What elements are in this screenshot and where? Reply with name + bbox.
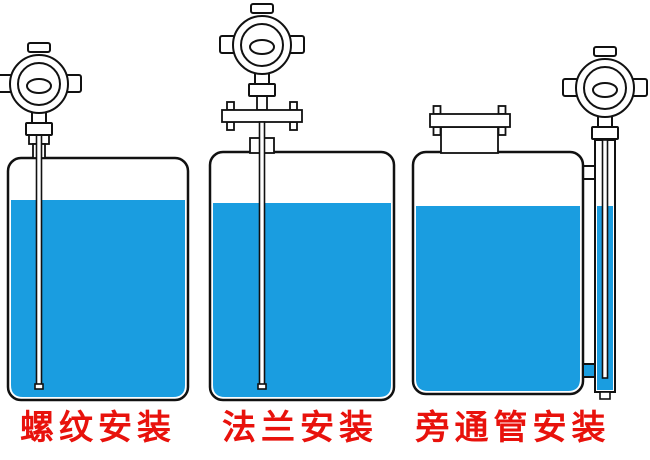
probe-rod-icon [601,139,609,379]
liquid-fill [11,200,185,397]
tank-flange-group [208,3,396,402]
tank-bypass-group [411,46,648,400]
label-threaded-installation: 螺纹安装 [20,410,176,447]
transmitter-head-icon [562,46,648,140]
liquid-fill [584,365,596,376]
drain-stub-icon [599,391,611,400]
transmitter-head-icon [0,42,82,136]
label-bypass-installation: 旁通管安装 [415,410,611,447]
transmitter-head-icon [219,3,305,97]
liquid-fill [213,203,391,397]
probe-rod-icon [257,121,267,390]
liquid-fill [416,206,580,391]
tanks-diagram-canvas [0,3,648,402]
tank-threaded-group [0,42,190,402]
manhole-flange-icon [429,105,511,154]
label-flange-installation: 法兰安装 [222,410,378,447]
probe-rod-icon [34,132,44,390]
